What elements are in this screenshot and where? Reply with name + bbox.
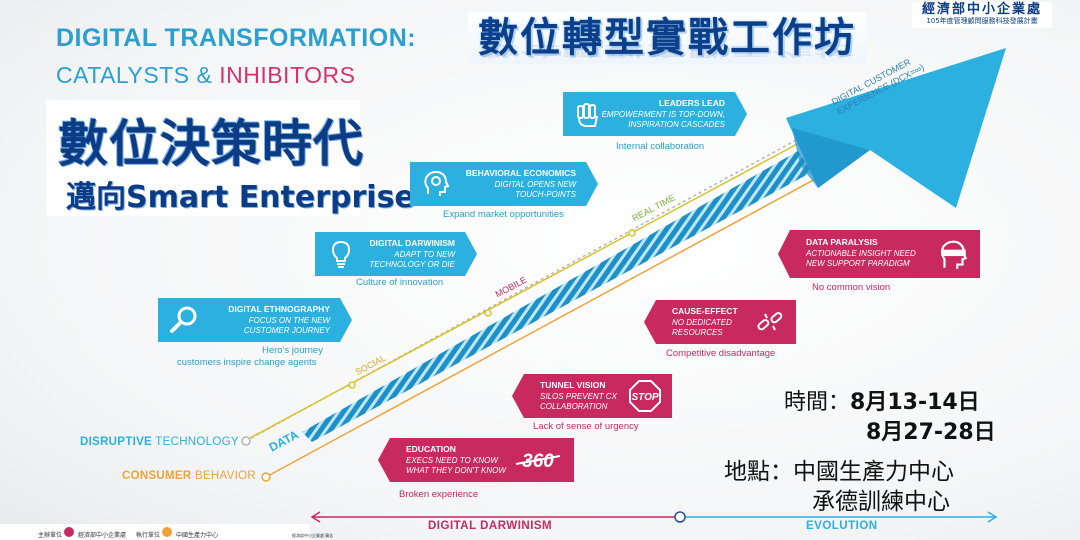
org-name: 經濟部中小企業處: [921, 2, 1042, 17]
fist-icon: [577, 103, 598, 127]
svg-text:360: 360: [522, 451, 554, 472]
cpc-logo-icon: [162, 527, 172, 537]
caption-heros-journey: Hero's journey: [262, 345, 323, 356]
technology-start-dot: [241, 436, 251, 446]
event-place-row: 地點：中國生產力中心: [724, 459, 954, 485]
card-leaders-lead: LEADERS LEAD EMPOWERMENT IS TOP-DOWN, IN…: [563, 92, 735, 136]
svg-text:STOP: STOP: [631, 392, 658, 403]
logo-line1: 數位決策時代: [58, 115, 364, 173]
caption-lack-urgency: Lack of sense of urgency: [533, 421, 639, 432]
consumer-line: [265, 170, 831, 478]
card-data-paralysis: DATA PARALYSIS ACTIONABLE INSIGHT NEED N…: [790, 230, 980, 278]
timeline-left-arrowhead: [310, 511, 321, 523]
caption-expand-market: Expand market opportunities: [443, 209, 564, 220]
brain-gear-icon: [424, 170, 450, 196]
logo-line2: 邁向Smart Enterprise: [66, 180, 415, 215]
footer-host-label: 主辦單位: [38, 533, 63, 539]
consumer-start-dot: [261, 472, 271, 482]
title-inhibitors: INHIBITORS: [219, 62, 356, 88]
event-time-row: 時間：8月13-14日: [784, 390, 980, 415]
card-cause-effect: CAUSE-EFFECT NO DEDICATED RESOURCES: [656, 300, 796, 344]
card-behavioral-economics: BEHAVIORAL ECONOMICS DIGITAL OPENS NEW T…: [410, 162, 586, 206]
footer-host: 經濟部中小企業處: [78, 533, 127, 539]
social-node: [348, 381, 356, 389]
caption-competitive-disadvantage: Competitive disadvantage: [666, 348, 776, 359]
consumer-behavior-label: CONSUMER BEHAVIOR: [122, 470, 256, 482]
org-subtitle: 105年度管理顧問服務科技發展計畫: [926, 17, 1038, 25]
event-date2: 8月27-28日: [866, 420, 996, 445]
logo-box: [46, 100, 360, 216]
footer-note: 經濟部中小企業處 廣告: [292, 533, 334, 538]
title-english-line2: CATALYSTS & INHIBITORS: [56, 62, 355, 89]
caption-no-common-vision: No common vision: [812, 282, 891, 293]
footer-sponsor-bar: [0, 524, 310, 540]
broken-link-icon: [757, 312, 783, 331]
caption-broken-experience: Broken experience: [399, 489, 479, 500]
magnifier-icon: [170, 306, 197, 333]
title-catalysts: CATALYSTS: [56, 62, 190, 88]
caption-culture-innovation: Culture of innovation: [356, 277, 444, 288]
card-tunnel-vision: STOP TUNNEL VISION SILOS PREVENT CX COLL…: [524, 374, 672, 418]
card-digital-ethnography: DIGITAL ETHNOGRAPHY FOCUS ON THE NEW CUS…: [158, 298, 340, 342]
card-digital-darwinism: DIGITAL DARWINISM ADAPT TO NEW TECHNOLOG…: [315, 232, 465, 276]
footer-exec-label: 執行單位: [136, 533, 161, 539]
title-ampersand: &: [189, 62, 220, 88]
blindfold-head-icon: [941, 240, 968, 269]
title-english-line1: DIGITAL TRANSFORMATION:: [56, 24, 417, 52]
stop-sign-icon: STOP: [629, 380, 661, 412]
org-badge: 經濟部中小企業處 105年度管理顧問服務科技發展計畫: [912, 2, 1052, 28]
crossed-360-icon: 360: [515, 451, 561, 472]
card-education: 360 EDUCATION EXECS NEED TO KNOW WHAT TH…: [390, 438, 574, 482]
caption-internal-collaboration: Internal collaboration: [616, 141, 705, 152]
caption-customers-inspire: customers inspire change agents: [177, 357, 317, 368]
workshop-title-chinese: 數位轉型實戰工作坊: [468, 12, 866, 64]
footer-exec: 中國生產力中心: [176, 533, 219, 539]
ministry-logo-icon: [64, 527, 74, 537]
timeline-center-dot: [674, 511, 686, 523]
timeline-right-arrowhead: [987, 511, 998, 523]
realtime-node: [628, 229, 636, 237]
lightbulb-icon: [331, 240, 351, 268]
timeline-evolution: EVOLUTION: [806, 520, 878, 532]
event-place2: 承德訓練中心: [812, 489, 950, 515]
main-arrow-body: [302, 151, 812, 442]
disruptive-technology-label: DISRUPTIVE TECHNOLOGY: [80, 436, 239, 448]
catalyst-line: [249, 134, 815, 439]
timeline-digital-darwinism: DIGITAL DARWINISM: [428, 520, 553, 532]
mobile-node: [484, 309, 492, 317]
